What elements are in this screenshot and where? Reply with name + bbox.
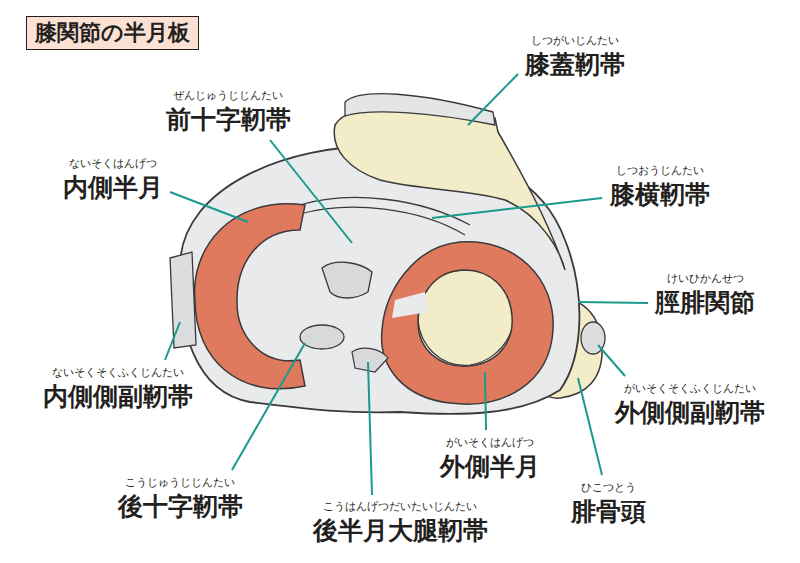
transverse-ligament-edge [300, 207, 465, 235]
medial-collateral-ligament [170, 252, 196, 348]
leader-line [468, 74, 518, 125]
part-label: 脛腓関節 [655, 288, 755, 318]
furigana: がいそくそくふくじんたい [624, 382, 756, 395]
lateral-meniscus [382, 242, 554, 404]
furigana: ぜんじゅうじじんたい [173, 89, 283, 102]
furigana: ないそくはんげつ [69, 157, 157, 170]
part-label: 外側半月 [440, 452, 540, 482]
part-label: 膝蓋靭帯 [525, 50, 625, 80]
part-label: 後十字靭帯 [118, 492, 243, 522]
part-label: 内側側副靭帯 [43, 382, 193, 412]
medial-meniscus [195, 204, 305, 389]
furigana: しつおうじんたい [616, 164, 704, 177]
furigana: しつがいじんたい [531, 34, 619, 47]
posterior-cruciate-ligament [300, 325, 344, 349]
leader-line [485, 372, 486, 430]
part-label: 腓骨頭 [571, 497, 646, 527]
leader-line [432, 198, 602, 218]
leader-line [170, 192, 248, 222]
leader-line [578, 302, 648, 303]
furigana: ないそくそくふくじんたい [52, 366, 184, 379]
furigana: こうはんげつだいたいじんたい [323, 500, 477, 513]
leader-line [165, 322, 180, 360]
leader-line [232, 343, 305, 470]
anterior-cruciate-ligament [322, 262, 372, 298]
furigana: ひこつとう [581, 481, 636, 494]
leader-lines [165, 74, 648, 495]
part-label: 後半月大腿靭帯 [313, 516, 488, 546]
leader-line [368, 362, 372, 495]
title: 膝関節の半月板 [26, 16, 199, 50]
meniscus-gap [392, 292, 428, 318]
furigana: こうじゅうじじんたい [125, 476, 235, 489]
part-label: 膝横靭帯 [610, 180, 710, 210]
leader-line [578, 378, 602, 475]
part-label: 前十字靭帯 [166, 105, 291, 135]
part-label: 内側半月 [63, 173, 163, 203]
furigana: けいひかんせつ [667, 272, 744, 285]
leader-line [270, 140, 352, 243]
part-label: 外側側副靭帯 [615, 398, 765, 428]
furigana: がいそくはんげつ [446, 436, 534, 449]
leader-line [598, 345, 625, 376]
meniscofemoral-ligament [352, 348, 388, 372]
